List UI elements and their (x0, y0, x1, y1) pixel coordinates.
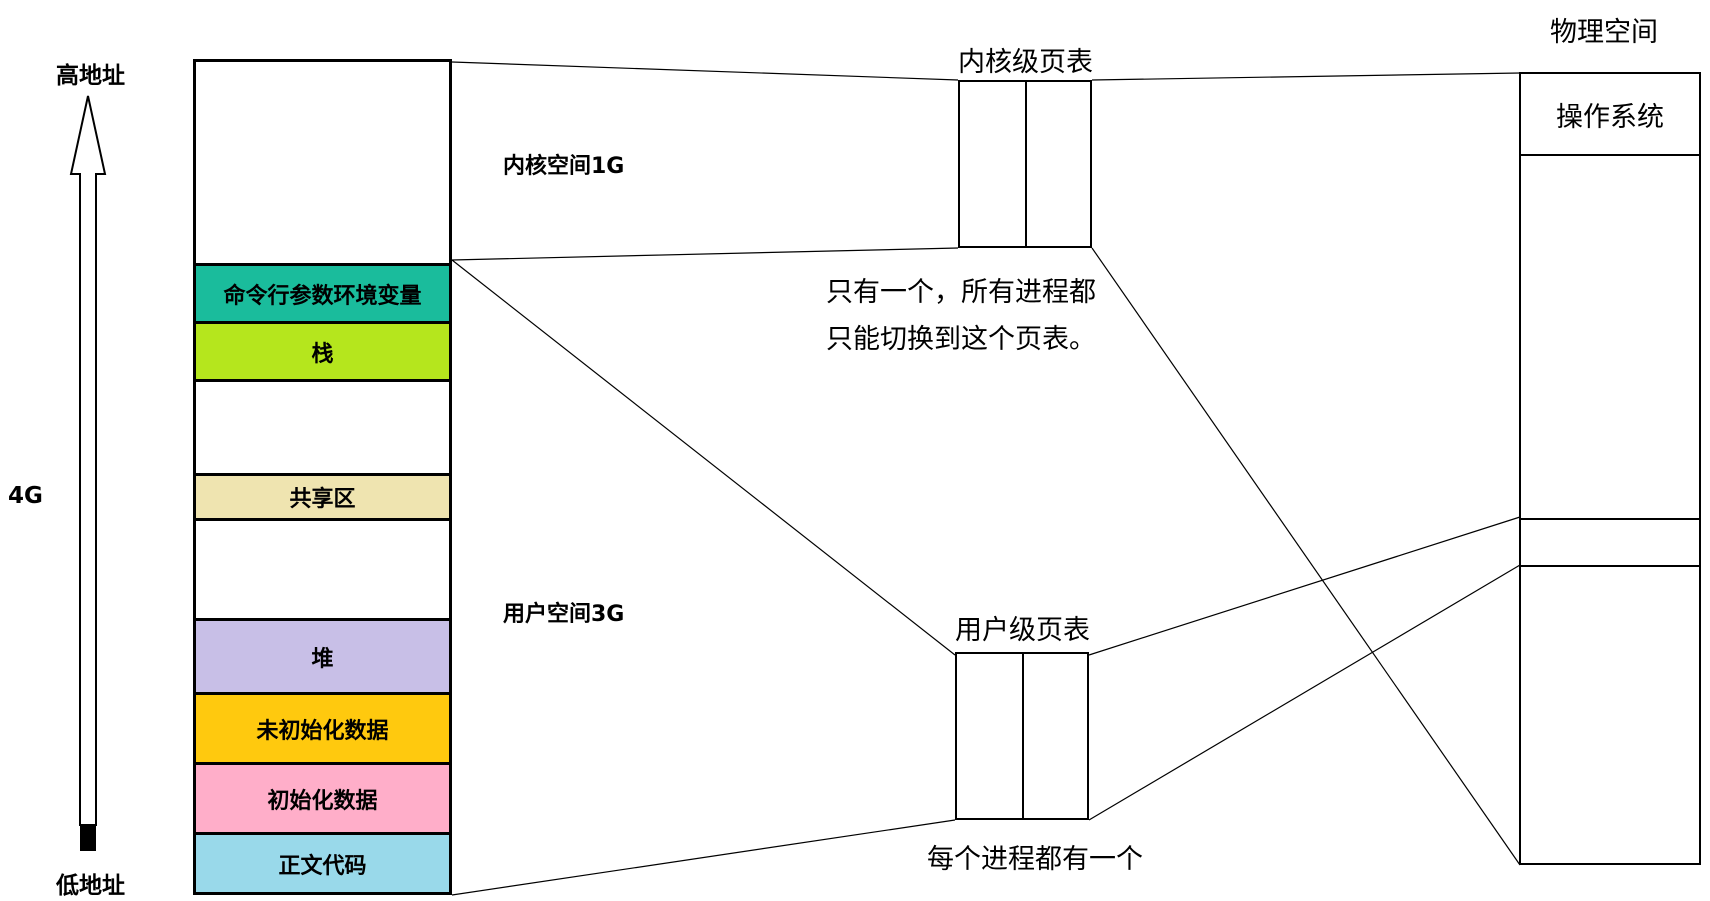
upt-to-phys-a-line (1088, 516, 1521, 656)
phys-frame-divider-b (1521, 565, 1699, 567)
segment-cmdline-env: 命令行参数环境变量 (196, 263, 449, 321)
user-top-to-upt-line (451, 259, 956, 656)
kernel-page-table (958, 80, 1092, 248)
address-axis-arrow (69, 95, 107, 826)
segment-bss: 未初始化数据 (196, 692, 449, 762)
segment-data: 初始化数据 (196, 762, 449, 832)
virtual-memory-column: 命令行参数环境变量 栈 共享区 堆 未初始化数据 初始化数据 正文代码 (193, 59, 452, 895)
high-address-label: 高地址 (56, 63, 125, 89)
kpt-to-phys-bottom-line (1091, 247, 1521, 866)
user-page-table-note: 每个进程都有一个 (927, 844, 1143, 875)
kernel-page-table-title: 内核级页表 (958, 47, 1093, 78)
physical-memory-block: 操作系统 (1519, 72, 1701, 865)
segment-stack: 栈 (196, 321, 449, 379)
low-address-label: 低地址 (56, 873, 125, 899)
size-4g-label: 4G (8, 483, 43, 509)
segment-gap-upper (196, 379, 449, 473)
kpt-to-os-line (1091, 72, 1521, 81)
user-bottom-to-upt-line (451, 819, 956, 896)
os-region: 操作系统 (1521, 74, 1699, 156)
user-page-table (955, 652, 1089, 820)
user-page-table-title: 用户级页表 (955, 615, 1090, 646)
kernel-top-to-kpt-line (451, 61, 959, 81)
upt-to-phys-b-line (1088, 564, 1521, 821)
phys-frame-divider-a (1521, 518, 1699, 520)
segment-text: 正文代码 (196, 832, 449, 892)
kernel-space-block (196, 62, 449, 263)
kernel-page-table-note-1: 只有一个，所有进程都 (826, 277, 1096, 308)
kernel-space-label: 内核空间1G (503, 154, 625, 179)
user-space-label: 用户空间3G (503, 602, 625, 627)
kernel-page-table-note-2: 只能切换到这个页表。 (826, 324, 1096, 355)
physical-space-title: 物理空间 (1550, 17, 1658, 48)
kernel-bottom-to-kpt-line (451, 247, 959, 261)
axis-base-block (80, 825, 96, 851)
segment-gap-lower (196, 518, 449, 618)
segment-shared: 共享区 (196, 473, 449, 518)
segment-heap: 堆 (196, 618, 449, 692)
